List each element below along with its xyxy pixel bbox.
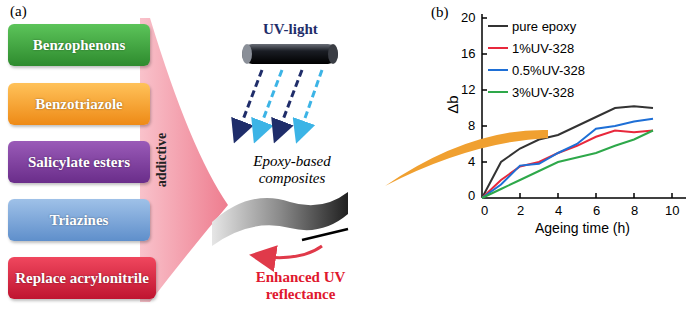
reflection-arrow bbox=[258, 246, 322, 258]
axis-title: Δb bbox=[444, 95, 461, 113]
box-label: Salicylate esters bbox=[28, 154, 130, 171]
tick-label: 10 bbox=[665, 204, 679, 219]
arrow-label: addictive bbox=[154, 133, 170, 187]
additive-box: Benzotriazole bbox=[8, 83, 150, 125]
pure-epoxy-curve bbox=[482, 106, 653, 198]
tick-label: 8 bbox=[631, 204, 638, 219]
tick-label: 0 bbox=[481, 204, 488, 219]
axis-title: Ageing time (h) bbox=[535, 220, 630, 236]
uv-ray bbox=[236, 70, 262, 138]
tick-label: 4 bbox=[555, 204, 562, 219]
thickness-line bbox=[302, 229, 348, 240]
uv-lamp bbox=[242, 44, 338, 64]
box-label: Triazines bbox=[50, 212, 109, 229]
additive-box: Salicylate esters bbox=[8, 141, 150, 183]
lamp-label: UV-light bbox=[263, 21, 318, 38]
pointer-arrow bbox=[385, 130, 548, 186]
tick-label: 16 bbox=[461, 47, 475, 62]
legend-sample bbox=[488, 25, 508, 27]
box-label: Replace acrylonitrile bbox=[15, 270, 149, 287]
box-label: Benzotriazole bbox=[35, 96, 122, 113]
tick-label: 0 bbox=[468, 189, 475, 204]
composite-sheet bbox=[212, 192, 348, 246]
panel-label: (b) bbox=[431, 4, 449, 21]
material-label: Epoxy-based composites bbox=[236, 153, 348, 188]
legend-text: pure epoxy bbox=[512, 19, 576, 34]
uv328-05-curve bbox=[482, 119, 653, 198]
uv-ray bbox=[276, 70, 302, 138]
additive-box: Benzophenons bbox=[8, 24, 150, 66]
chart-axes bbox=[482, 14, 686, 198]
tick-label: 2 bbox=[517, 204, 524, 219]
tick-label: 8 bbox=[468, 119, 475, 134]
additive-box: Replace acrylonitrile bbox=[8, 257, 156, 299]
box-label: Benzophenons bbox=[33, 37, 126, 54]
effect-label: Enhanced UV reflectance bbox=[238, 269, 363, 304]
additive-box: Triazines bbox=[8, 199, 150, 241]
legend-sample bbox=[488, 91, 508, 93]
tick-label: 6 bbox=[593, 204, 600, 219]
tick-label: 4 bbox=[468, 155, 475, 170]
legend-text: 1%UV-328 bbox=[512, 41, 574, 56]
legend-sample bbox=[488, 47, 508, 49]
tick-label: 20 bbox=[461, 11, 475, 26]
panel-label: (a) bbox=[10, 3, 27, 20]
uv-ray bbox=[298, 70, 322, 138]
uv-ray bbox=[256, 70, 282, 138]
legend-sample bbox=[488, 69, 508, 71]
legend-text: 3%UV-328 bbox=[512, 85, 574, 100]
tick-label: 12 bbox=[461, 83, 475, 98]
legend-text: 0.5%UV-328 bbox=[512, 63, 585, 78]
